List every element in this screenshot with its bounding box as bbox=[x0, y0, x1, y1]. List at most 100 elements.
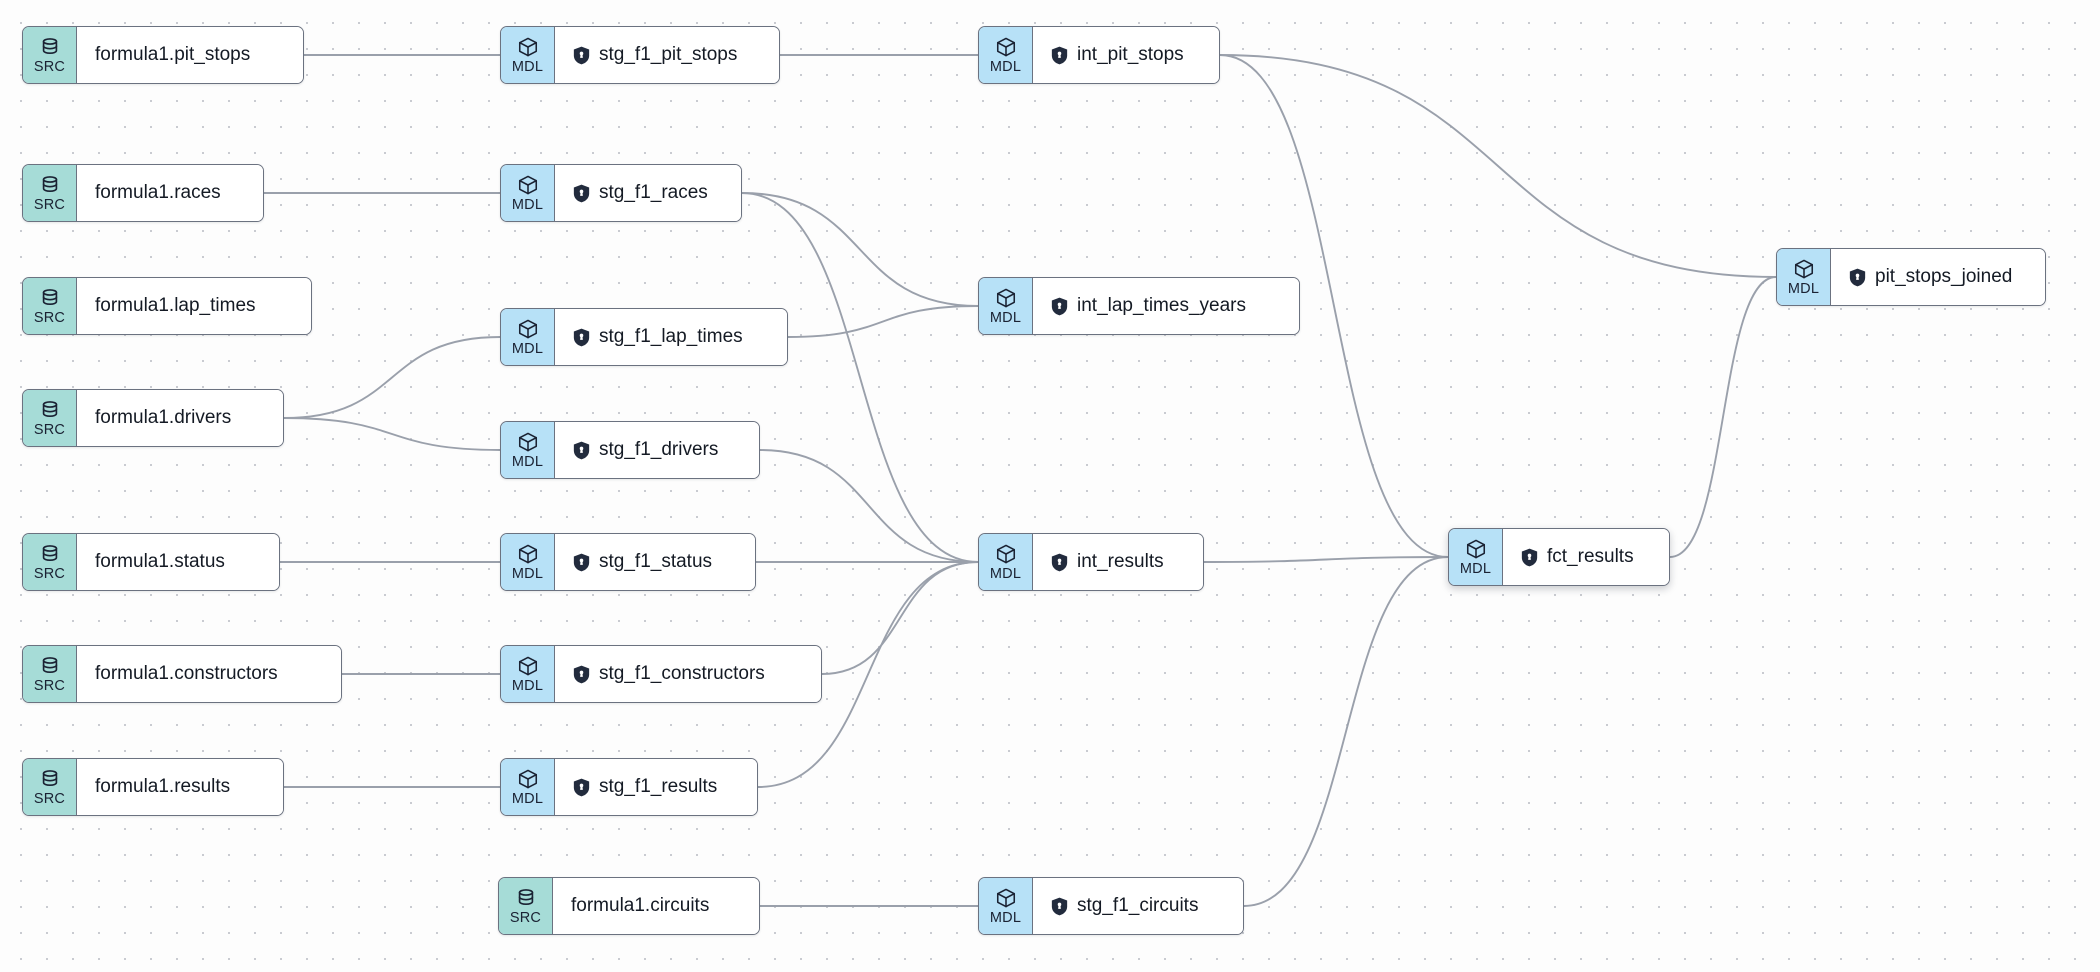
graph-node-stg_drivers[interactable]: MDL stg_f1_drivers bbox=[500, 421, 760, 479]
graph-node-stg_lap_times[interactable]: MDL stg_f1_lap_times bbox=[500, 308, 788, 366]
graph-node-int_pit_stops[interactable]: MDL int_pit_stops bbox=[978, 26, 1220, 84]
node-body: formula1.constructors bbox=[77, 646, 341, 702]
graph-node-stg_results[interactable]: MDL stg_f1_results bbox=[500, 758, 758, 816]
node-body: stg_f1_lap_times bbox=[555, 309, 787, 365]
cube-icon bbox=[517, 174, 539, 196]
node-label: stg_f1_status bbox=[599, 551, 713, 572]
cube-icon bbox=[1793, 258, 1815, 280]
graph-edge-int_pit_stops-to-pit_stops_joined bbox=[1219, 54, 1777, 278]
node-body: pit_stops_joined bbox=[1831, 249, 2045, 305]
mdl-badge: MDL bbox=[979, 27, 1033, 83]
shield-lock-icon bbox=[573, 553, 590, 572]
cube-icon bbox=[517, 543, 539, 565]
node-label: int_pit_stops bbox=[1077, 44, 1184, 65]
graph-node-int_results[interactable]: MDL int_results bbox=[978, 533, 1204, 591]
node-body: int_pit_stops bbox=[1033, 27, 1219, 83]
database-icon bbox=[39, 543, 61, 565]
node-label: formula1.status bbox=[95, 551, 225, 572]
database-icon bbox=[39, 174, 61, 196]
cube-icon bbox=[995, 36, 1017, 58]
node-body: formula1.circuits bbox=[553, 878, 759, 934]
node-body: stg_f1_constructors bbox=[555, 646, 821, 702]
badge-label: SRC bbox=[509, 910, 542, 926]
mdl-badge: MDL bbox=[501, 422, 555, 478]
badge-label: MDL bbox=[511, 678, 544, 694]
badge-label: MDL bbox=[511, 454, 544, 470]
shield-lock-icon bbox=[573, 778, 590, 797]
graph-node-stg_constructors[interactable]: MDL stg_f1_constructors bbox=[500, 645, 822, 703]
node-body: stg_f1_drivers bbox=[555, 422, 759, 478]
badge-label: MDL bbox=[511, 341, 544, 357]
src-badge: SRC bbox=[499, 878, 553, 934]
node-label: formula1.pit_stops bbox=[95, 44, 251, 65]
src-badge: SRC bbox=[23, 759, 77, 815]
mdl-badge: MDL bbox=[501, 27, 555, 83]
graph-edge-int_results-to-fct_results bbox=[1203, 556, 1449, 563]
database-icon bbox=[39, 36, 61, 58]
cube-icon bbox=[995, 543, 1017, 565]
node-body: int_results bbox=[1033, 534, 1203, 590]
node-label: stg_f1_circuits bbox=[1077, 895, 1199, 916]
graph-edge-stg_drivers-to-int_results bbox=[759, 449, 979, 563]
shield-lock-icon bbox=[573, 184, 590, 203]
node-label: stg_f1_lap_times bbox=[599, 326, 743, 347]
cube-icon bbox=[517, 318, 539, 340]
src-badge: SRC bbox=[23, 646, 77, 702]
mdl-badge: MDL bbox=[501, 309, 555, 365]
cube-icon bbox=[1465, 538, 1487, 560]
mdl-badge: MDL bbox=[501, 165, 555, 221]
node-label: formula1.lap_times bbox=[95, 295, 256, 316]
src-badge: SRC bbox=[23, 165, 77, 221]
node-label: fct_results bbox=[1547, 546, 1634, 567]
src-badge: SRC bbox=[23, 27, 77, 83]
src-badge: SRC bbox=[23, 534, 77, 590]
badge-label: SRC bbox=[33, 197, 66, 213]
graph-node-pit_stops_joined[interactable]: MDL pit_stops_joined bbox=[1776, 248, 2046, 306]
node-body: formula1.status bbox=[77, 534, 279, 590]
badge-label: SRC bbox=[33, 678, 66, 694]
node-body: formula1.results bbox=[77, 759, 283, 815]
shield-lock-icon bbox=[573, 328, 590, 347]
shield-lock-icon bbox=[1521, 548, 1538, 567]
cube-icon bbox=[995, 887, 1017, 909]
graph-node-src_constructors[interactable]: SRC formula1.constructors bbox=[22, 645, 342, 703]
graph-node-src_pit_stops[interactable]: SRC formula1.pit_stops bbox=[22, 26, 304, 84]
node-label: formula1.constructors bbox=[95, 663, 278, 684]
node-body: stg_f1_pit_stops bbox=[555, 27, 779, 83]
badge-label: SRC bbox=[33, 59, 66, 75]
graph-node-src_status[interactable]: SRC formula1.status bbox=[22, 533, 280, 591]
graph-node-stg_pit_stops[interactable]: MDL stg_f1_pit_stops bbox=[500, 26, 780, 84]
graph-node-stg_circuits[interactable]: MDL stg_f1_circuits bbox=[978, 877, 1244, 935]
node-label: pit_stops_joined bbox=[1875, 266, 2013, 287]
mdl-badge: MDL bbox=[979, 878, 1033, 934]
node-body: stg_f1_results bbox=[555, 759, 757, 815]
badge-label: MDL bbox=[511, 59, 544, 75]
src-badge: SRC bbox=[23, 390, 77, 446]
mdl-badge: MDL bbox=[1777, 249, 1831, 305]
node-label: formula1.circuits bbox=[571, 895, 710, 916]
node-label: stg_f1_results bbox=[599, 776, 718, 797]
badge-label: MDL bbox=[989, 566, 1022, 582]
shield-lock-icon bbox=[573, 441, 590, 460]
graph-edge-stg_constructors-to-int_results bbox=[821, 561, 979, 675]
badge-label: MDL bbox=[511, 791, 544, 807]
graph-edge-fct_results-to-pit_stops_joined bbox=[1669, 276, 1777, 558]
node-body: fct_results bbox=[1503, 529, 1669, 585]
shield-lock-icon bbox=[1051, 897, 1068, 916]
graph-node-src_circuits[interactable]: SRC formula1.circuits bbox=[498, 877, 760, 935]
mdl-badge: MDL bbox=[979, 278, 1033, 334]
badge-label: SRC bbox=[33, 422, 66, 438]
cube-icon bbox=[517, 768, 539, 790]
database-icon bbox=[39, 768, 61, 790]
node-body: stg_f1_circuits bbox=[1033, 878, 1243, 934]
